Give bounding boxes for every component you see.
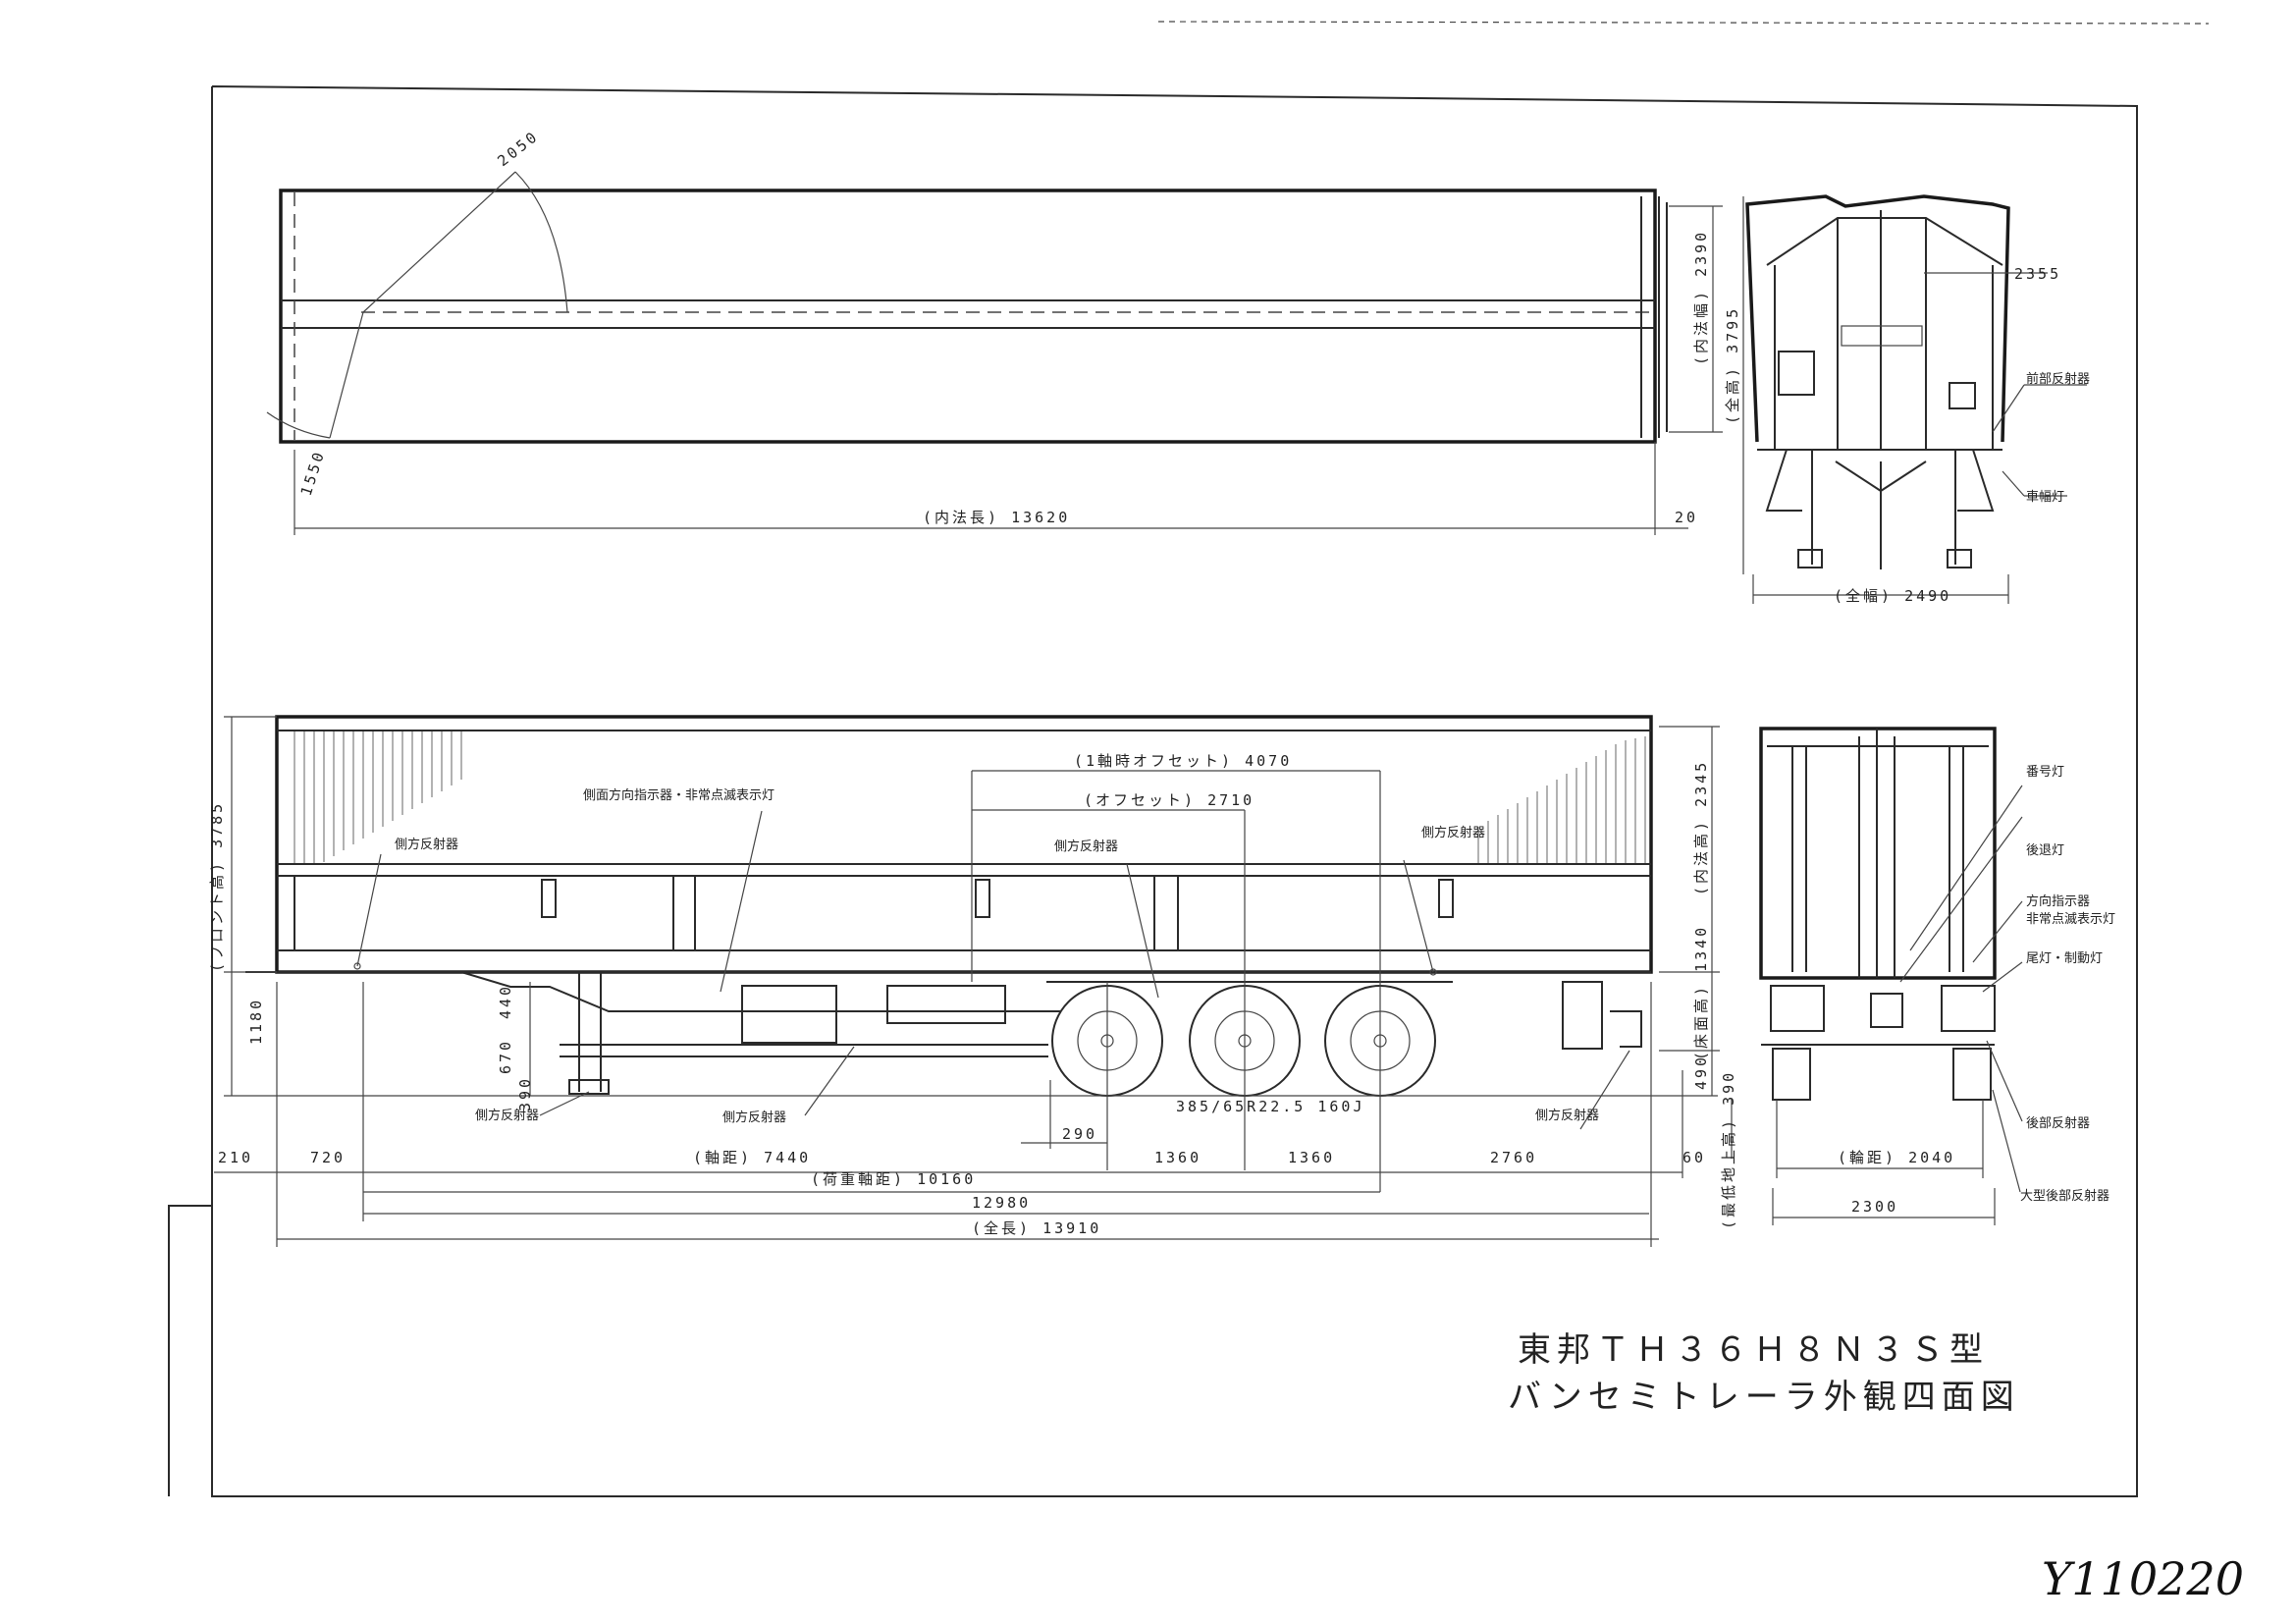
dim-door-radius: 2050 [494, 127, 542, 170]
dim-rear-overhang: 2760 [1490, 1149, 1537, 1166]
label-side-turn-signal: 側面方向指示器・非常点滅表示灯 [583, 787, 774, 803]
label-backup-lamp: 後退灯 [2026, 843, 2064, 858]
label-side-reflector-4: 側方反射器 [475, 1108, 539, 1123]
dim-ground-height: (最低地上高) 390 [1720, 1070, 1737, 1229]
label-side-reflector-6: 側方反射器 [1535, 1108, 1599, 1123]
label-clearance-lamp: 車幅灯 [2026, 490, 2064, 505]
dim-inner-length: (内法長) 13620 [923, 509, 1070, 526]
dim-floor-height: (床面高) 1340 [1692, 925, 1710, 1060]
dim-offset-1axle: (1軸時オフセット) 4070 [1074, 752, 1292, 770]
handwritten-code: Y110220 [2042, 1552, 2244, 1605]
dim-440: 440 [497, 984, 514, 1019]
label-rear-reflector: 後部反射器 [2026, 1115, 2090, 1131]
dim-offset: (オフセット) 2710 [1084, 791, 1255, 809]
dim-overall-height-front: (全高) 3795 [1724, 306, 1741, 424]
label-turn-signal: 方向指示器 [2026, 893, 2090, 909]
label-side-reflector-3: 側方反射器 [1421, 825, 1485, 840]
dim-670: 670 [497, 1039, 514, 1074]
dim-overall-length: (全長) 13910 [972, 1219, 1101, 1237]
label-side-reflector-1: 側方反射器 [395, 837, 458, 852]
dim-axle-spacing-1: 1360 [1154, 1149, 1201, 1166]
side-view [214, 715, 1720, 1247]
dim-290: 290 [1062, 1125, 1097, 1143]
dim-720: 720 [310, 1149, 346, 1166]
drawing-title-line2: バンセミトレーラ外観四面図 [1508, 1378, 2020, 1417]
dim-axle-spacing-2: 1360 [1288, 1149, 1335, 1166]
label-plate-lamp: 番号灯 [2026, 765, 2064, 780]
dim-wheelbase: (軸距) 7440 [693, 1149, 811, 1166]
front-view [1742, 194, 2087, 604]
dim-inner-height: (内法高) 2345 [1692, 760, 1710, 895]
dim-490: 490 [1692, 1055, 1710, 1090]
label-side-reflector-2: 側方反射器 [1054, 839, 1118, 854]
dim-tire: 385/65R22.5 160J [1176, 1098, 1365, 1115]
dim-rear-width: 2300 [1851, 1198, 1898, 1216]
label-tail-brake: 尾灯・制動灯 [2026, 951, 2103, 966]
dim-12980: 12980 [972, 1194, 1031, 1212]
drawing-title-line1: 東邦ＴＨ３６Ｈ８Ｎ３Ｓ型 [1518, 1330, 1989, 1370]
dim-gap: 20 [1675, 509, 1698, 526]
label-side-reflector-5: 側方反射器 [722, 1110, 786, 1125]
label-front-reflector: 前部反射器 [2026, 371, 2090, 387]
rear-view [1731, 727, 2023, 1225]
top-view [266, 171, 1723, 535]
dim-front-height: (フロント高) 3785 [208, 801, 226, 972]
dim-390: 390 [516, 1076, 534, 1111]
dim-kingpin-height: 1180 [247, 998, 265, 1045]
dim-inner-width: (内法幅) 2390 [1692, 230, 1710, 365]
dim-load-wheelbase: (荷重軸距) 10160 [811, 1170, 976, 1188]
wheels [1051, 985, 1436, 1097]
dim-width-upper: 2355 [2014, 265, 2061, 283]
label-large-rear-reflector: 大型後部反射器 [2020, 1188, 2109, 1204]
dim-60: 60 [1682, 1149, 1706, 1166]
dim-track: (輪距) 2040 [1838, 1149, 1955, 1166]
label-hazard: 非常点滅表示灯 [2026, 912, 2115, 927]
dim-front-radius: 1550 [297, 448, 329, 498]
sheet-border [168, 21, 2210, 1497]
side-panel-hatch [294, 731, 1646, 864]
dim-front-overhang: 210 [218, 1149, 253, 1166]
dim-overall-width: (全幅) 2490 [1834, 587, 1951, 605]
